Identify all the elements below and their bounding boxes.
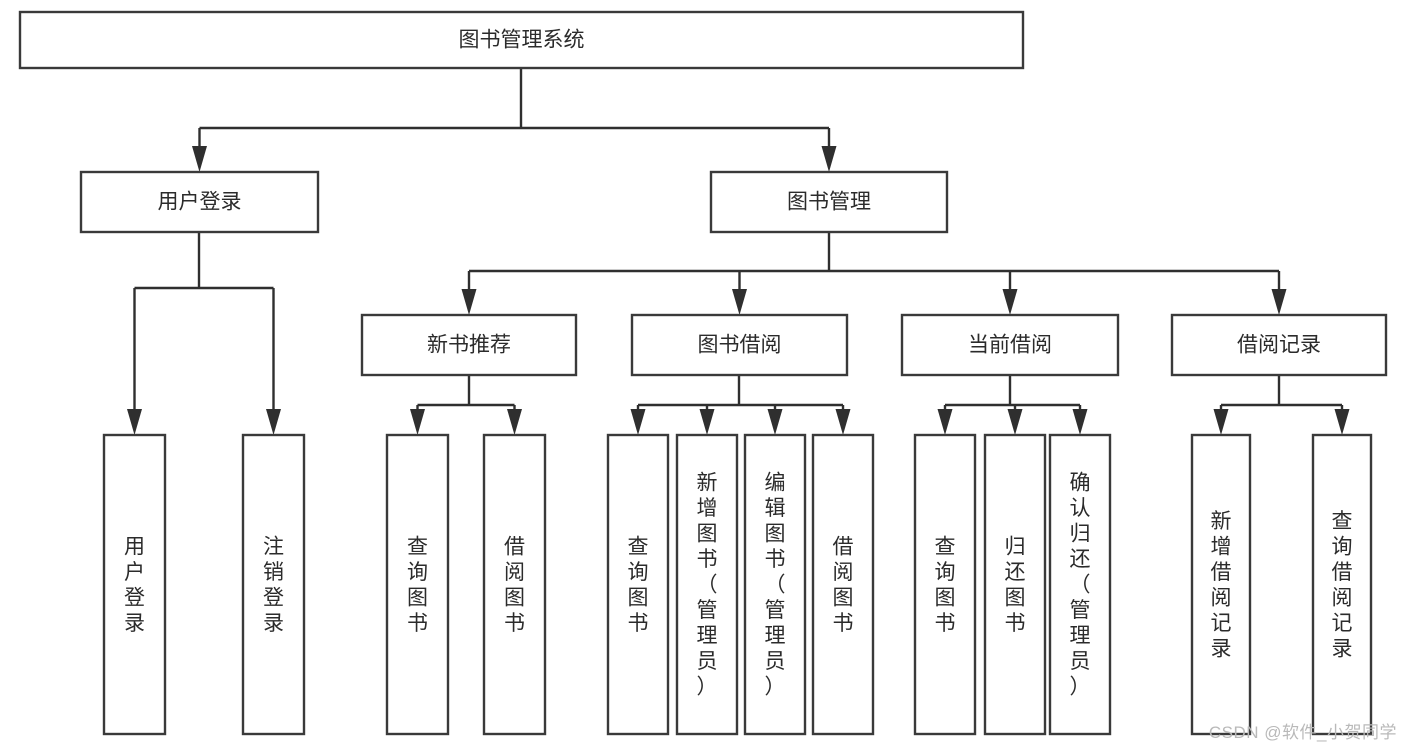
connector-group (461, 232, 1287, 315)
node-box[interactable] (385, 433, 450, 736)
node-box[interactable] (709, 170, 949, 234)
node-label: 查询图书 (407, 535, 428, 635)
connector-group (1213, 375, 1350, 435)
node-box[interactable] (1311, 433, 1373, 736)
node-box[interactable] (1170, 313, 1388, 377)
diagram-node[interactable]: 查询图书 (385, 433, 450, 736)
diagram-node[interactable]: 图书管理 (709, 170, 949, 234)
arrow-head-icon (1002, 289, 1018, 315)
node-label: 借阅图书 (833, 535, 854, 635)
arrow-head-icon (461, 289, 477, 315)
diagram-node[interactable]: 查询图书 (913, 433, 977, 736)
node-label: 借阅记录 (1237, 334, 1321, 357)
arrow-head-icon (732, 289, 747, 315)
node-label: 查询借阅记录 (1332, 510, 1353, 661)
node-label: 新增借阅记录 (1211, 510, 1232, 661)
node-label: 用户登录 (124, 535, 145, 635)
node-label: 新增图书（管理员） (697, 472, 718, 699)
arrow-head-icon (937, 409, 953, 435)
node-box[interactable] (1190, 433, 1252, 736)
node-box[interactable] (743, 433, 807, 736)
arrow-head-icon (821, 146, 837, 172)
arrow-head-icon (699, 409, 715, 435)
node-label: 图书借阅 (698, 334, 782, 357)
diagram-node[interactable]: 当前借阅 (900, 313, 1120, 377)
diagram-node[interactable]: 确认归还（管理员） (1048, 433, 1112, 736)
node-label: 归还图书 (1005, 535, 1026, 635)
arrow-head-icon (192, 146, 207, 172)
diagram-node[interactable]: 归还图书 (983, 433, 1047, 736)
node-box[interactable] (102, 433, 167, 736)
arrow-head-icon (835, 409, 851, 435)
arrow-head-icon (410, 409, 425, 435)
diagram-node[interactable]: 借阅记录 (1170, 313, 1388, 377)
node-box[interactable] (241, 433, 306, 736)
node-label: 查询图书 (935, 535, 956, 635)
node-box[interactable] (913, 433, 977, 736)
node-label: 查询图书 (628, 535, 649, 635)
arrow-head-icon (630, 409, 646, 435)
node-label: 注销登录 (263, 535, 284, 635)
node-box[interactable] (606, 433, 670, 736)
arrow-head-icon (266, 409, 281, 435)
node-label: 新书推荐 (427, 334, 511, 357)
arrow-head-icon (1213, 409, 1229, 435)
node-box[interactable] (983, 433, 1047, 736)
diagram-node[interactable]: 借阅图书 (482, 433, 547, 736)
connector-layer (127, 68, 1350, 435)
connector-group (937, 375, 1088, 435)
diagram-node[interactable]: 图书管理系统 (18, 10, 1025, 70)
watermark-label: CSDN @软件_小贺同学 (1208, 723, 1397, 742)
node-box[interactable] (675, 433, 739, 736)
diagram-node[interactable]: 新增借阅记录 (1190, 433, 1252, 736)
node-label: 借阅图书 (504, 535, 525, 635)
node-label: 编辑图书（管理员） (765, 472, 786, 699)
arrow-head-icon (127, 409, 142, 435)
node-box[interactable] (18, 10, 1025, 70)
node-box[interactable] (360, 313, 578, 377)
diagram-node[interactable]: 注销登录 (241, 433, 306, 736)
arrow-head-icon (1271, 289, 1287, 315)
node-box[interactable] (1048, 433, 1112, 736)
node-box[interactable] (811, 433, 875, 736)
arrow-head-icon (1072, 409, 1088, 435)
diagram-node[interactable]: 查询图书 (606, 433, 670, 736)
node-box[interactable] (482, 433, 547, 736)
node-label: 当前借阅 (968, 334, 1052, 357)
diagram-node[interactable]: 用户登录 (79, 170, 320, 234)
arrow-head-icon (507, 409, 522, 435)
connector-group (410, 375, 522, 435)
node-box[interactable] (630, 313, 849, 377)
diagram-node[interactable]: 借阅图书 (811, 433, 875, 736)
node-box[interactable] (79, 170, 320, 234)
diagram-node[interactable]: 新增图书（管理员） (675, 433, 739, 736)
node-label: 用户登录 (158, 191, 242, 214)
arrow-head-icon (767, 409, 783, 435)
diagram-node[interactable]: 新书推荐 (360, 313, 578, 377)
arrow-head-icon (1007, 409, 1023, 435)
connector-group (630, 375, 851, 435)
diagram-node[interactable]: 编辑图书（管理员） (743, 433, 807, 736)
connector-group (127, 232, 281, 435)
node-label: 确认归还（管理员） (1070, 472, 1091, 699)
node-label: 图书管理 (787, 191, 871, 214)
arrow-head-icon (1334, 409, 1350, 435)
node-label: 图书管理系统 (459, 29, 585, 52)
node-box[interactable] (900, 313, 1120, 377)
diagram-node[interactable]: 查询借阅记录 (1311, 433, 1373, 736)
diagram-node[interactable]: 图书借阅 (630, 313, 849, 377)
node-layer: 图书管理系统用户登录图书管理新书推荐图书借阅当前借阅借阅记录用户登录注销登录查询… (18, 10, 1388, 736)
connector-group (192, 68, 837, 172)
diagram-node[interactable]: 用户登录 (102, 433, 167, 736)
